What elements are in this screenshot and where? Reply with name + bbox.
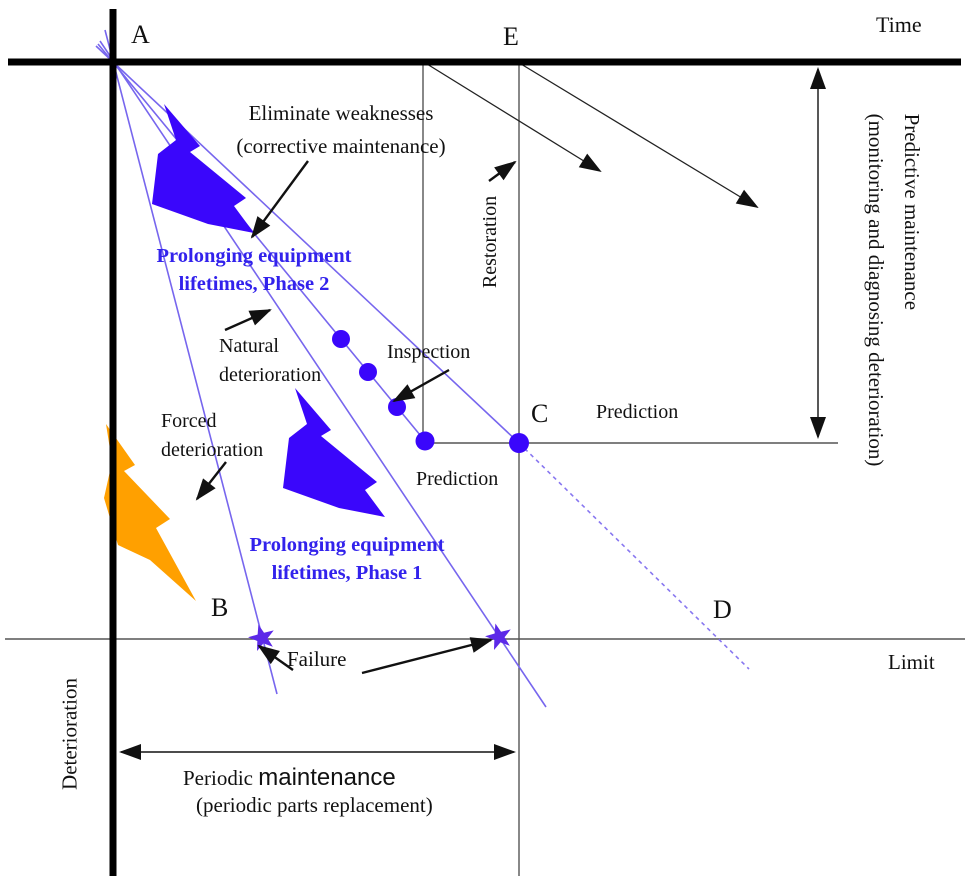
- eliminate-weaknesses-label: Eliminate weaknesses (corrective mainten…: [231, 97, 451, 162]
- prediction-label-right: Prediction: [596, 401, 679, 423]
- eliminate-weaknesses-line1: Eliminate weaknesses: [248, 101, 434, 125]
- restoration-label: Restoration: [479, 195, 501, 289]
- failure-star-1: [248, 624, 274, 652]
- blue-bolt-upper: [152, 104, 254, 233]
- maintenance-word: maintenance: [258, 764, 396, 791]
- restoration-cycle-arrow-2: [520, 63, 759, 209]
- projected-deterioration-dashed-line: [518, 442, 750, 670]
- failure-star-2: [485, 623, 511, 651]
- eliminate-weaknesses-line2: (corrective maintenance): [236, 133, 446, 158]
- inspection-label: Inspection: [387, 341, 471, 363]
- predictive-maintenance-line1: Predictive maintenance: [900, 113, 924, 311]
- failure-arrow-left: [257, 644, 294, 671]
- inspection-dot-3: [388, 398, 406, 416]
- eliminate-weaknesses-arrow: [250, 160, 309, 239]
- point-a-label: A: [131, 20, 150, 49]
- restoration-arrow: [488, 160, 517, 182]
- forced-deterioration-line1: Forced: [161, 410, 217, 432]
- forced-deterioration-line: [104, 29, 278, 695]
- periodic-word: Periodic: [183, 766, 253, 790]
- limit-label: Limit: [888, 650, 935, 674]
- natural-deterioration-label: Natural deterioration: [219, 332, 321, 390]
- forced-deterioration-label: Forced deterioration: [161, 407, 263, 465]
- forced-deterioration-line2: deterioration: [161, 439, 264, 461]
- prolonging-phase1-line2: lifetimes, Phase 1: [271, 561, 423, 584]
- orange-bolt-forced: [104, 424, 196, 601]
- prolonging-phase2-label: Prolonging equipment lifetimes, Phase 2: [154, 243, 354, 298]
- prediction-dot: [415, 431, 435, 451]
- prolonging-phase2-line1: Prolonging equipment: [156, 245, 352, 267]
- predictive-maintenance-label: Predictive maintenance (monitoring and d…: [858, 114, 930, 467]
- inspection-dot-2: [359, 363, 377, 381]
- point-e-label: E: [503, 22, 519, 51]
- prolonging-phase2-line2: lifetimes, Phase 2: [178, 272, 330, 295]
- periodic-parts-label: (periodic parts replacement): [196, 793, 433, 817]
- prolonging-phase1-line1: Prolonging equipment: [249, 534, 445, 556]
- deterioration-axis-label: Deterioration: [57, 678, 82, 790]
- restoration-cycle-arrow-1: [426, 63, 602, 173]
- time-axis-label: Time: [876, 12, 922, 37]
- natural-deterioration-line1: Natural: [219, 335, 279, 357]
- point-c-label: C: [531, 399, 549, 428]
- natural-deterioration-line2: deterioration: [219, 364, 322, 386]
- prediction-label-left: Prediction: [416, 468, 499, 490]
- inspection-arrow: [392, 368, 450, 403]
- prolonging-phase1-label: Prolonging equipment lifetimes, Phase 1: [247, 532, 447, 587]
- forced-deterioration-arrow: [195, 461, 227, 501]
- point-c-dot: [509, 433, 529, 453]
- blue-bolt-lower: [283, 388, 385, 517]
- prolonged-lifetime-line: [95, 45, 520, 444]
- inspection-dot-1: [332, 330, 350, 348]
- point-b-label: B: [211, 593, 229, 622]
- failure-arrow-right: [361, 637, 493, 675]
- natural-deterioration-arrow: [224, 308, 272, 332]
- point-d-label: D: [713, 595, 732, 624]
- predictive-maintenance-line2: (monitoring and diagnosing deterioration…: [864, 113, 888, 467]
- failure-label: Failure: [287, 647, 347, 671]
- periodic-maintenance-label: Periodic maintenance: [183, 764, 396, 793]
